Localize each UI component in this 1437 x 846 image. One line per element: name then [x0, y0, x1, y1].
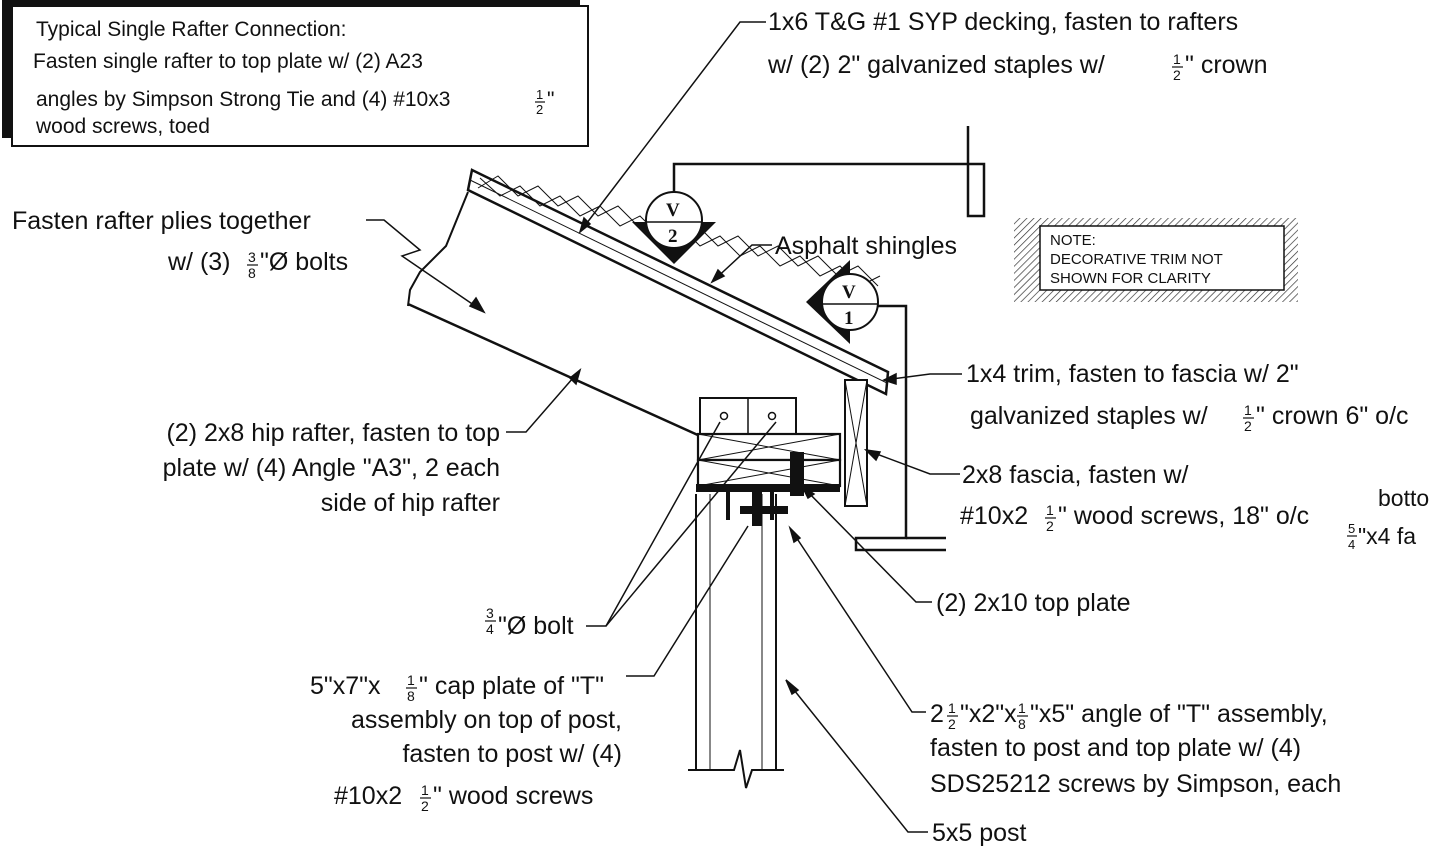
fascia-line2-end: " wood screws, 18" o/c [1058, 502, 1309, 530]
plies-line2: w/ (3) [167, 248, 231, 276]
decking-line1: 1x6 T&G #1 SYP decking, fasten to rafter… [768, 8, 1238, 36]
cap-plate-line1-end: " cap plate of "T" [419, 672, 604, 700]
fascia-board [844, 304, 946, 552]
trim-line2: galvanized staples w/ [970, 402, 1208, 430]
top-plate [696, 397, 842, 488]
label-trim: 1x4 trim, fasten to fascia w/ 2" galvani… [966, 360, 1409, 434]
cap-plate-line4-end: " wood screws [433, 782, 593, 810]
label-fascia: 2x8 fascia, fasten w/ #10x2 1 2 " wood s… [960, 461, 1309, 534]
fraction-num: 1 [421, 782, 429, 798]
fraction-num: 1 [1244, 402, 1252, 418]
fraction-num: 1 [407, 672, 415, 688]
angle-line1-end: "x5" angle of "T" assembly, [1030, 700, 1328, 728]
label-top-plate: (2) 2x10 top plate [936, 589, 1131, 617]
fraction-den: 2 [536, 102, 543, 117]
post [688, 494, 784, 789]
typical-connection-title: Typical Single Rafter Connection: [36, 18, 347, 41]
hip-rafter-line3: side of hip rafter [321, 489, 500, 517]
fascia-line1: 2x8 fascia, fasten w/ [962, 461, 1189, 489]
fraction-num: 1 [948, 700, 956, 716]
decorative-trim-note: NOTE: DECORATIVE TRIM NOT SHOWN FOR CLAR… [1014, 218, 1298, 302]
fragment-line2: "x4 fa [1358, 523, 1416, 549]
cap-plate-line4: #10x2 [334, 782, 402, 810]
section-tag-v1: V 1 [806, 260, 879, 344]
hip-rafter [407, 191, 701, 438]
decorative-note-line2: DECORATIVE TRIM NOT [1050, 251, 1223, 268]
section-tag-v1-number: 1 [844, 308, 854, 329]
label-fragment-right: botto 5 4 "x4 fa [1347, 485, 1429, 552]
leader-lines [366, 21, 962, 833]
fraction-num: 1 [536, 87, 543, 102]
angle-line3: SDS25212 screws by Simpson, each [930, 770, 1341, 798]
trim-line1: 1x4 trim, fasten to fascia w/ 2" [966, 360, 1299, 388]
cap-plate-line3: fasten to post w/ (4) [402, 740, 622, 768]
typical-connection-line2: angles by Simpson Strong Tie and (4) #10… [36, 88, 450, 111]
label-hip-rafter: (2) 2x8 hip rafter, fasten to top plate … [163, 419, 500, 517]
fraction-den: 2 [1244, 418, 1252, 434]
cap-plate-line1: 5"x7"x [310, 672, 381, 700]
decking-line2: w/ (2) 2" galvanized staples w/ [767, 51, 1105, 79]
label-cap-plate: 5"x7"x 1 8 " cap plate of "T" assembly o… [310, 672, 622, 814]
section-tag-v1-letter: V [842, 282, 856, 303]
angle-line1-mid: "x2"x [960, 700, 1017, 728]
cap-plate-assembly [696, 452, 840, 526]
trim-line2-end: " crown 6" o/c [1256, 402, 1409, 430]
fraction-num: 1 [1018, 700, 1026, 716]
decking-line2-end: " crown [1185, 51, 1268, 79]
fraction-den: 4 [1348, 537, 1355, 552]
fraction-num: 5 [1348, 521, 1355, 536]
angle-line2: fasten to post and top plate w/ (4) [930, 734, 1301, 762]
decorative-note-line3: SHOWN FOR CLARITY [1050, 270, 1211, 287]
fraction-den: 2 [1046, 518, 1054, 534]
typical-connection-line3: wood screws, toed [35, 115, 210, 138]
fraction-num: 1 [1046, 502, 1054, 518]
fraction-den: 8 [1018, 716, 1026, 732]
section-tag-v2-number: 2 [668, 226, 678, 247]
cap-plate-line2: assembly on top of post, [351, 706, 622, 734]
typical-connection-line1: Fasten single rafter to top plate w/ (2)… [33, 50, 423, 73]
hip-rafter-line1: (2) 2x8 hip rafter, fasten to top [166, 419, 500, 447]
fraction-den: 2 [948, 716, 956, 732]
fraction-den: 4 [486, 621, 494, 637]
angle-line1-start: 2 [930, 700, 944, 728]
fascia-line2: #10x2 [960, 502, 1028, 530]
plies-line1: Fasten rafter plies together [12, 207, 311, 235]
fragment-line1: botto [1378, 485, 1429, 511]
fraction-num: 1 [1173, 51, 1181, 67]
label-decking: 1x6 T&G #1 SYP decking, fasten to rafter… [767, 8, 1268, 83]
label-bolt: 3 4 "Ø bolt [485, 605, 574, 640]
fraction-num: 3 [486, 605, 494, 621]
hip-rafter-line2: plate w/ (4) Angle "A3", 2 each [163, 454, 500, 482]
section-tag-v2: V 2 [632, 126, 986, 264]
label-plies: Fasten rafter plies together w/ (3) 3 8 … [12, 207, 348, 281]
fraction-den: 8 [407, 688, 415, 704]
typical-connection-note: Typical Single Rafter Connection: Fasten… [2, 0, 589, 147]
decorative-note-line1: NOTE: [1050, 232, 1096, 249]
fraction-den: 8 [248, 265, 256, 281]
plies-line2-end: "Ø bolts [260, 248, 348, 276]
typical-connection-line2-end: " [547, 88, 554, 111]
bolt-text: "Ø bolt [498, 612, 574, 640]
label-shingles: Asphalt shingles [775, 232, 957, 260]
fraction-den: 2 [421, 798, 429, 814]
fraction-den: 2 [1173, 67, 1181, 83]
section-tag-v2-letter: V [666, 200, 680, 221]
label-angle: 2 1 2 "x2"x 1 8 "x5" angle of "T" assemb… [930, 700, 1341, 798]
fraction-num: 3 [248, 249, 256, 265]
label-post: 5x5 post [932, 819, 1027, 846]
